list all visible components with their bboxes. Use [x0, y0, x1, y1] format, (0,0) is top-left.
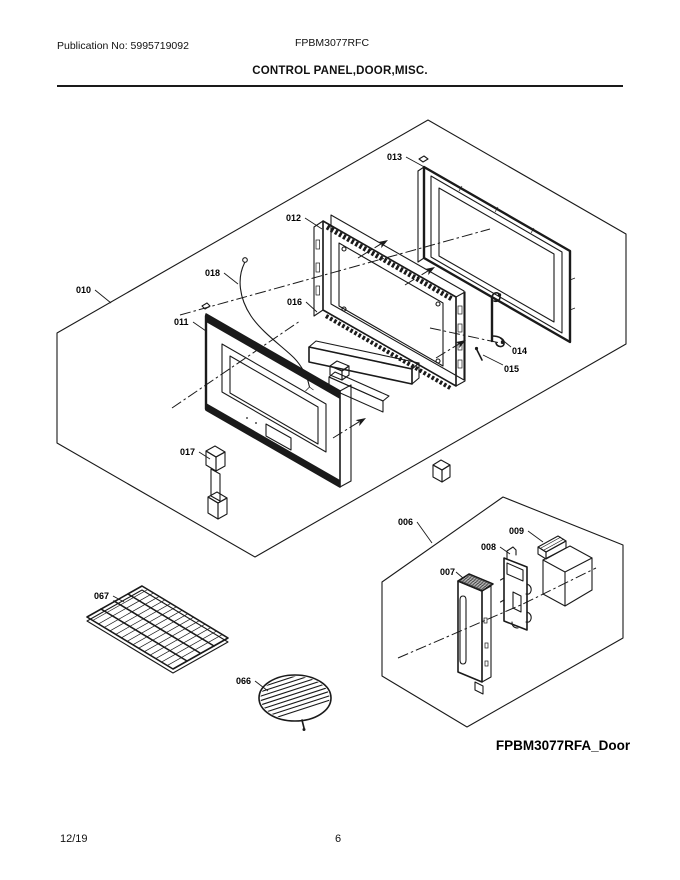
leader-lines [94, 156, 544, 692]
part-label-010: 010 [76, 285, 91, 295]
control-panel-enclosure-006 [381, 496, 624, 728]
part-011-front-door-panel [201, 302, 352, 488]
part-017-door-handle [205, 445, 228, 520]
part-009-display-window [537, 535, 593, 607]
part-007-control-panel [457, 573, 494, 695]
door-assembly-enclosure-010 [56, 119, 627, 558]
rack-wires [92, 589, 223, 666]
assembly-caption: FPBM3077RFA_Door [496, 738, 631, 753]
part-label-017: 017 [180, 447, 195, 457]
assembly-direction-arrows [355, 240, 466, 427]
part-label-012: 012 [286, 213, 301, 223]
part-label-016: 016 [287, 297, 302, 307]
header-divider [57, 85, 623, 87]
part-012-inner-door-frame [313, 214, 466, 391]
part-label-018: 018 [205, 268, 220, 278]
revision-date: 12/19 [60, 833, 88, 845]
part-label-006: 006 [398, 517, 413, 527]
part-label-067: 067 [94, 591, 109, 601]
part-067-wire-rack [86, 585, 229, 674]
part-013-rear-door-frame [417, 155, 576, 344]
part-015-pin [474, 346, 483, 361]
section-title: CONTROL PANEL,DOOR,MISC. [252, 65, 428, 77]
part-008-bracket [499, 546, 532, 631]
part-016-trim-strips [308, 340, 451, 483]
part-label-007: 007 [440, 567, 455, 577]
page-number: 6 [334, 833, 342, 845]
publication-number: Publication No: 5995719092 [57, 40, 189, 52]
part-label-066: 066 [236, 676, 251, 686]
part-label-009: 009 [509, 526, 524, 536]
model-number: FPBM3077RFC [294, 37, 370, 49]
part-label-014: 014 [512, 346, 527, 356]
part-label-008: 008 [481, 542, 496, 552]
part-label-015: 015 [504, 364, 519, 374]
part-014-latch-bracket [490, 292, 505, 348]
part-label-013: 013 [387, 152, 402, 162]
part-009-housing-box [542, 545, 593, 607]
part-labels: 010 011 012 013 014 015 016 017 018 006 … [76, 152, 527, 686]
part-007-top-hatch [459, 574, 492, 591]
part-label-011: 011 [174, 317, 189, 327]
